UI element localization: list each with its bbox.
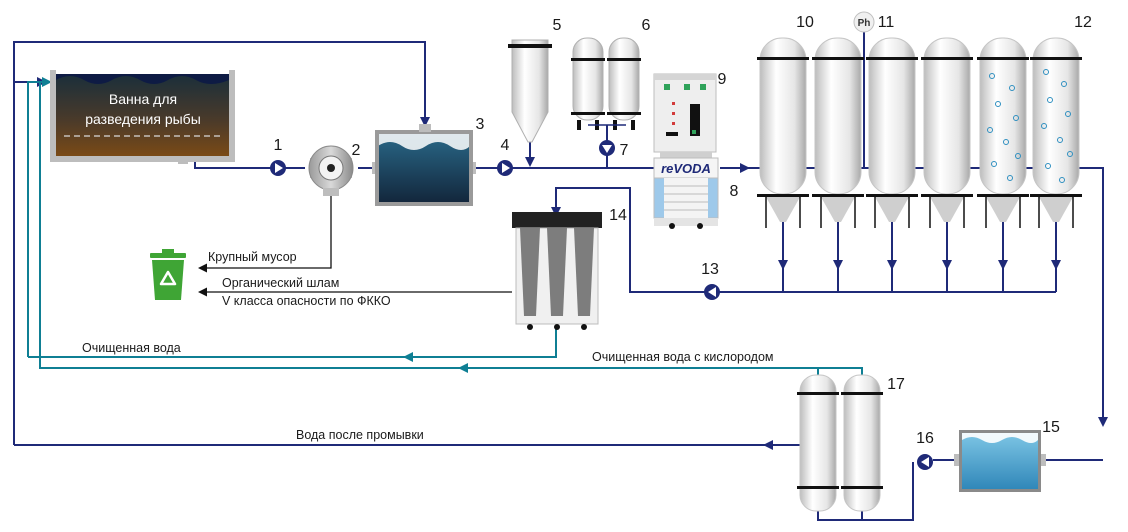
label-sludge-line2: V класса опасности по ФККО: [222, 294, 391, 308]
biofilter-3: [372, 124, 476, 206]
label-7: 7: [620, 142, 629, 159]
pump-4: [497, 160, 513, 176]
label-clean-water: Очищенная вода: [82, 341, 181, 355]
control-cabinet-9: [653, 73, 717, 153]
drum-filter-2: [308, 145, 354, 196]
label-5: 5: [553, 17, 562, 34]
fish-tank: Ванна для разведения рыбы: [50, 70, 235, 164]
pump-7: [599, 140, 615, 156]
label-17: 17: [887, 376, 905, 393]
pump-1: [270, 160, 286, 176]
label-14: 14: [609, 207, 627, 224]
label-11: 11: [878, 14, 895, 31]
column-12a-aerated: [977, 37, 1029, 228]
label-10: 10: [796, 14, 814, 31]
column-11: [866, 37, 918, 228]
label-13: 13: [701, 261, 719, 278]
pump-arrow-icon: [708, 287, 716, 297]
column-10b: [812, 37, 864, 228]
tank-label-line1: Ванна для: [109, 91, 177, 107]
tank-label-line2: разведения рыбы: [85, 111, 201, 127]
tank-15: [954, 430, 1046, 492]
ph-label: Ph: [858, 18, 871, 29]
label-9: 9: [718, 71, 727, 88]
pipes-main: [13, 22, 1108, 521]
output-labels: Крупный мусор Органический шлам V класса…: [82, 250, 774, 442]
label-coarse-debris: Крупный мусор: [208, 250, 297, 264]
sludge-separator-14: [512, 212, 602, 330]
column-12-aerated: [1030, 37, 1082, 228]
filter-17: [797, 374, 883, 512]
oxygen-cylinders-6: [571, 37, 641, 130]
pump-arrow-icon: [602, 145, 612, 153]
label-3: 3: [476, 116, 485, 133]
label-sludge-line1: Органический шлам: [222, 276, 339, 290]
waste-arrows: [198, 196, 512, 297]
pump-arrow-icon: [921, 457, 929, 467]
pump-13: [704, 284, 720, 300]
label-oxygen-water: Очищенная вода с кислородом: [592, 350, 774, 364]
label-12: 12: [1074, 14, 1092, 31]
label-6: 6: [642, 17, 651, 34]
pump-arrow-icon: [502, 163, 510, 173]
number-labels: 1 2 3 4 5 6 7 8 9 10 11 12 13 14 15 16 1…: [274, 14, 1092, 447]
label-2: 2: [352, 142, 361, 159]
label-16: 16: [916, 430, 934, 447]
label-1: 1: [274, 137, 283, 154]
column-10: [757, 37, 809, 228]
reagent-hopper-5: [508, 39, 552, 143]
brand-logo: reVODA: [661, 161, 711, 176]
pump-16: [917, 454, 933, 470]
label-8: 8: [730, 183, 739, 200]
label-wash-water: Вода после промывки: [296, 428, 424, 442]
column-drain-pipes: [778, 218, 1061, 292]
column-11b: [921, 37, 973, 228]
recycle-bin-icon: [150, 249, 186, 300]
pump-arrow-icon: [275, 163, 283, 173]
pipes-clean-water: [27, 77, 863, 375]
label-15: 15: [1042, 419, 1060, 436]
uv-unit-8: reVODA: [653, 152, 719, 229]
label-4: 4: [501, 137, 510, 154]
ph-sensor: Ph: [853, 11, 875, 33]
